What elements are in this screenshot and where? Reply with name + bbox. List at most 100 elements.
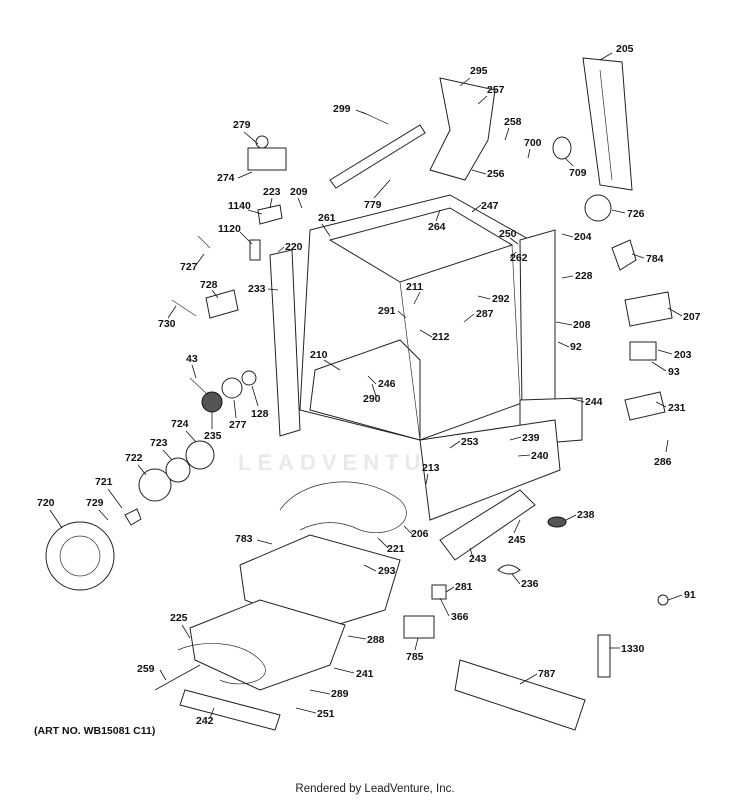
callout-290: 290 <box>363 393 381 405</box>
callout-727: 727 <box>180 261 198 273</box>
callout-244: 244 <box>585 396 603 408</box>
callout-228: 228 <box>575 270 593 282</box>
callout-245: 245 <box>508 534 526 546</box>
oven-cavity <box>309 339 421 441</box>
callout-256: 256 <box>487 168 505 180</box>
art-number-label: (ART NO. WB15081 C11) <box>34 725 156 737</box>
part-723 <box>165 457 191 483</box>
callout-722: 722 <box>125 452 143 464</box>
part-728 <box>205 289 239 319</box>
part-1140 <box>257 204 283 225</box>
callout-210: 210 <box>310 349 328 361</box>
callout-239: 239 <box>522 432 540 444</box>
part-1120 <box>249 239 261 261</box>
callout-287: 287 <box>476 308 494 320</box>
callout-206: 206 <box>411 528 429 540</box>
box-785 <box>403 615 435 639</box>
part-drawings <box>45 57 673 731</box>
drawer-242 <box>179 689 281 731</box>
callout-730: 730 <box>158 318 176 330</box>
callout-93: 93 <box>668 366 680 378</box>
callout-241: 241 <box>356 668 374 680</box>
bracket-207 <box>624 291 673 327</box>
callout-211: 211 <box>406 281 423 293</box>
burner-243 <box>439 489 536 561</box>
callout-221: 221 <box>387 543 405 555</box>
callout-1330: 1330 <box>621 643 645 655</box>
side-panel-233 <box>269 249 301 437</box>
callout-709: 709 <box>569 167 587 179</box>
lower-body-253 <box>419 419 561 521</box>
callout-128: 128 <box>251 408 269 420</box>
callout-784: 784 <box>646 253 664 265</box>
callout-720: 720 <box>37 497 55 509</box>
callout-366: 366 <box>451 611 469 623</box>
callout-729: 729 <box>86 497 104 509</box>
switch-203 <box>629 341 657 361</box>
callout-700: 700 <box>524 137 542 149</box>
part-128 <box>241 370 257 386</box>
knob-709 <box>552 136 572 160</box>
callout-281: 281 <box>455 581 473 593</box>
callout-209: 209 <box>290 186 308 198</box>
leader-lines <box>49 52 683 719</box>
callout-785: 785 <box>406 651 424 663</box>
callout-203: 203 <box>674 349 692 361</box>
callout-257: 257 <box>487 84 505 96</box>
callout-724: 724 <box>171 418 189 430</box>
callout-721: 721 <box>95 476 113 488</box>
callout-274: 274 <box>217 172 235 184</box>
callout-247: 247 <box>481 200 499 212</box>
callout-726: 726 <box>627 208 645 220</box>
callout-43: 43 <box>186 353 198 365</box>
plate-288 <box>189 599 346 691</box>
callout-723: 723 <box>150 437 168 449</box>
callout-292: 292 <box>492 293 510 305</box>
footer-credit: Rendered by LeadVenture, Inc. <box>295 783 455 795</box>
part-1330 <box>597 634 611 678</box>
callout-262: 262 <box>510 252 528 264</box>
motor-235 <box>201 391 223 413</box>
callout-225: 225 <box>170 612 188 624</box>
callout-240: 240 <box>531 450 549 462</box>
callout-783: 783 <box>235 533 253 545</box>
broil-element-221 <box>279 481 407 533</box>
callout-251: 251 <box>317 708 335 720</box>
callout-295: 295 <box>470 65 488 77</box>
callout-1120: 1120 <box>218 223 241 235</box>
callout-779: 779 <box>364 199 382 211</box>
fan-cover-720 <box>45 521 115 591</box>
callout-253: 253 <box>461 436 479 448</box>
fan-blade-721 <box>124 508 142 526</box>
callout-233: 233 <box>248 283 266 295</box>
callout-242: 242 <box>196 715 214 727</box>
callout-235: 235 <box>204 430 222 442</box>
ring-277 <box>221 377 243 399</box>
callout-208: 208 <box>573 319 591 331</box>
callout-246: 246 <box>378 378 396 390</box>
callout-261: 261 <box>318 212 336 224</box>
screw-91 <box>657 594 669 606</box>
callout-293: 293 <box>378 565 396 577</box>
hinge-231 <box>624 391 666 421</box>
callout-264: 264 <box>428 221 446 233</box>
callout-labels: 205 295 257 299 258 700 709 279 274 256 … <box>37 43 701 727</box>
bake-element-225 <box>177 643 266 685</box>
back-panel-205 <box>582 57 633 191</box>
callout-728: 728 <box>200 279 218 291</box>
callout-291: 291 <box>378 305 396 317</box>
callout-250: 250 <box>499 228 517 240</box>
callout-238: 238 <box>577 509 595 521</box>
callout-259: 259 <box>137 663 155 675</box>
callout-277: 277 <box>229 419 247 431</box>
callout-231: 231 <box>668 402 686 414</box>
callout-288: 288 <box>367 634 385 646</box>
part-724 <box>185 440 215 470</box>
callout-91: 91 <box>684 589 696 601</box>
callout-207: 207 <box>683 311 701 323</box>
part-784 <box>611 239 637 271</box>
callout-299: 299 <box>333 103 351 115</box>
panel-787 <box>454 659 586 731</box>
